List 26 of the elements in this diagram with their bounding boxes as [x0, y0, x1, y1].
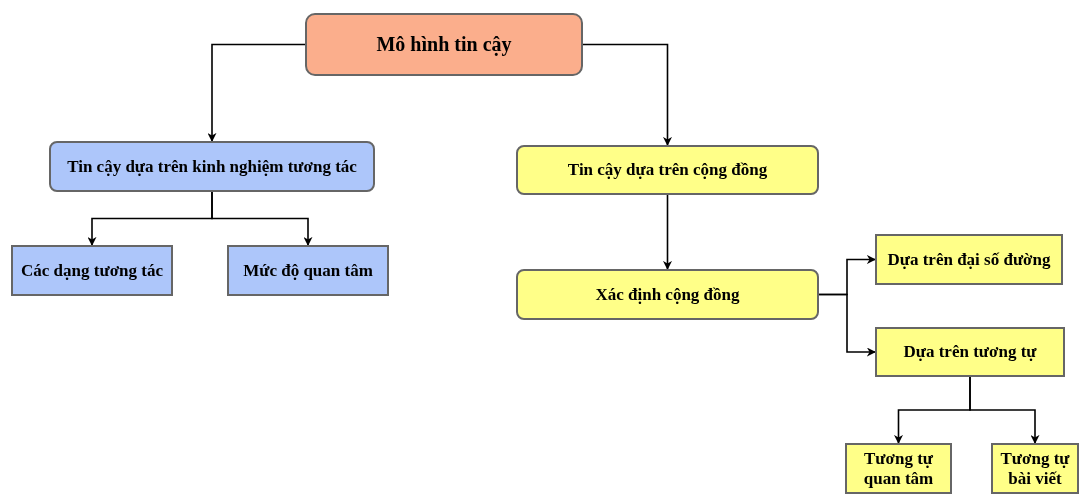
node-label: Dựa trên tương tự: [903, 342, 1037, 362]
arrow: [207, 43, 306, 142]
arrow: [818, 293, 876, 357]
node-label: Tin cậy dựa trên cộng đồng: [567, 160, 768, 180]
node-label: Mức độ quan tâm: [243, 260, 373, 281]
process-box: [845, 443, 952, 494]
rounded-box: [49, 141, 375, 192]
arrow: [582, 43, 672, 146]
node-label: Tương tự quan tâm: [862, 448, 935, 489]
node-label: Các dạng tương tác: [21, 260, 163, 281]
process-box: [11, 245, 173, 296]
node-label: Tương tự bài viết: [999, 448, 1071, 489]
rounded-box: [516, 269, 819, 320]
arrow: [663, 194, 672, 270]
process-box: [875, 234, 1063, 285]
process-box: [227, 245, 389, 296]
node-label: Dựa trên đại số đường: [887, 249, 1051, 270]
node-label: Tin cậy dựa trên kinh nghiệm tương tác: [67, 156, 357, 177]
process-box: [991, 443, 1079, 494]
rounded-box: [516, 145, 819, 195]
node-label: Xác định cộng đồng: [595, 284, 740, 305]
arrow: [211, 191, 313, 246]
arrow: [969, 376, 1040, 444]
process-box: [875, 327, 1065, 377]
node-label: Mô hình tin cậy: [376, 33, 512, 56]
rounded-box: [305, 13, 583, 76]
